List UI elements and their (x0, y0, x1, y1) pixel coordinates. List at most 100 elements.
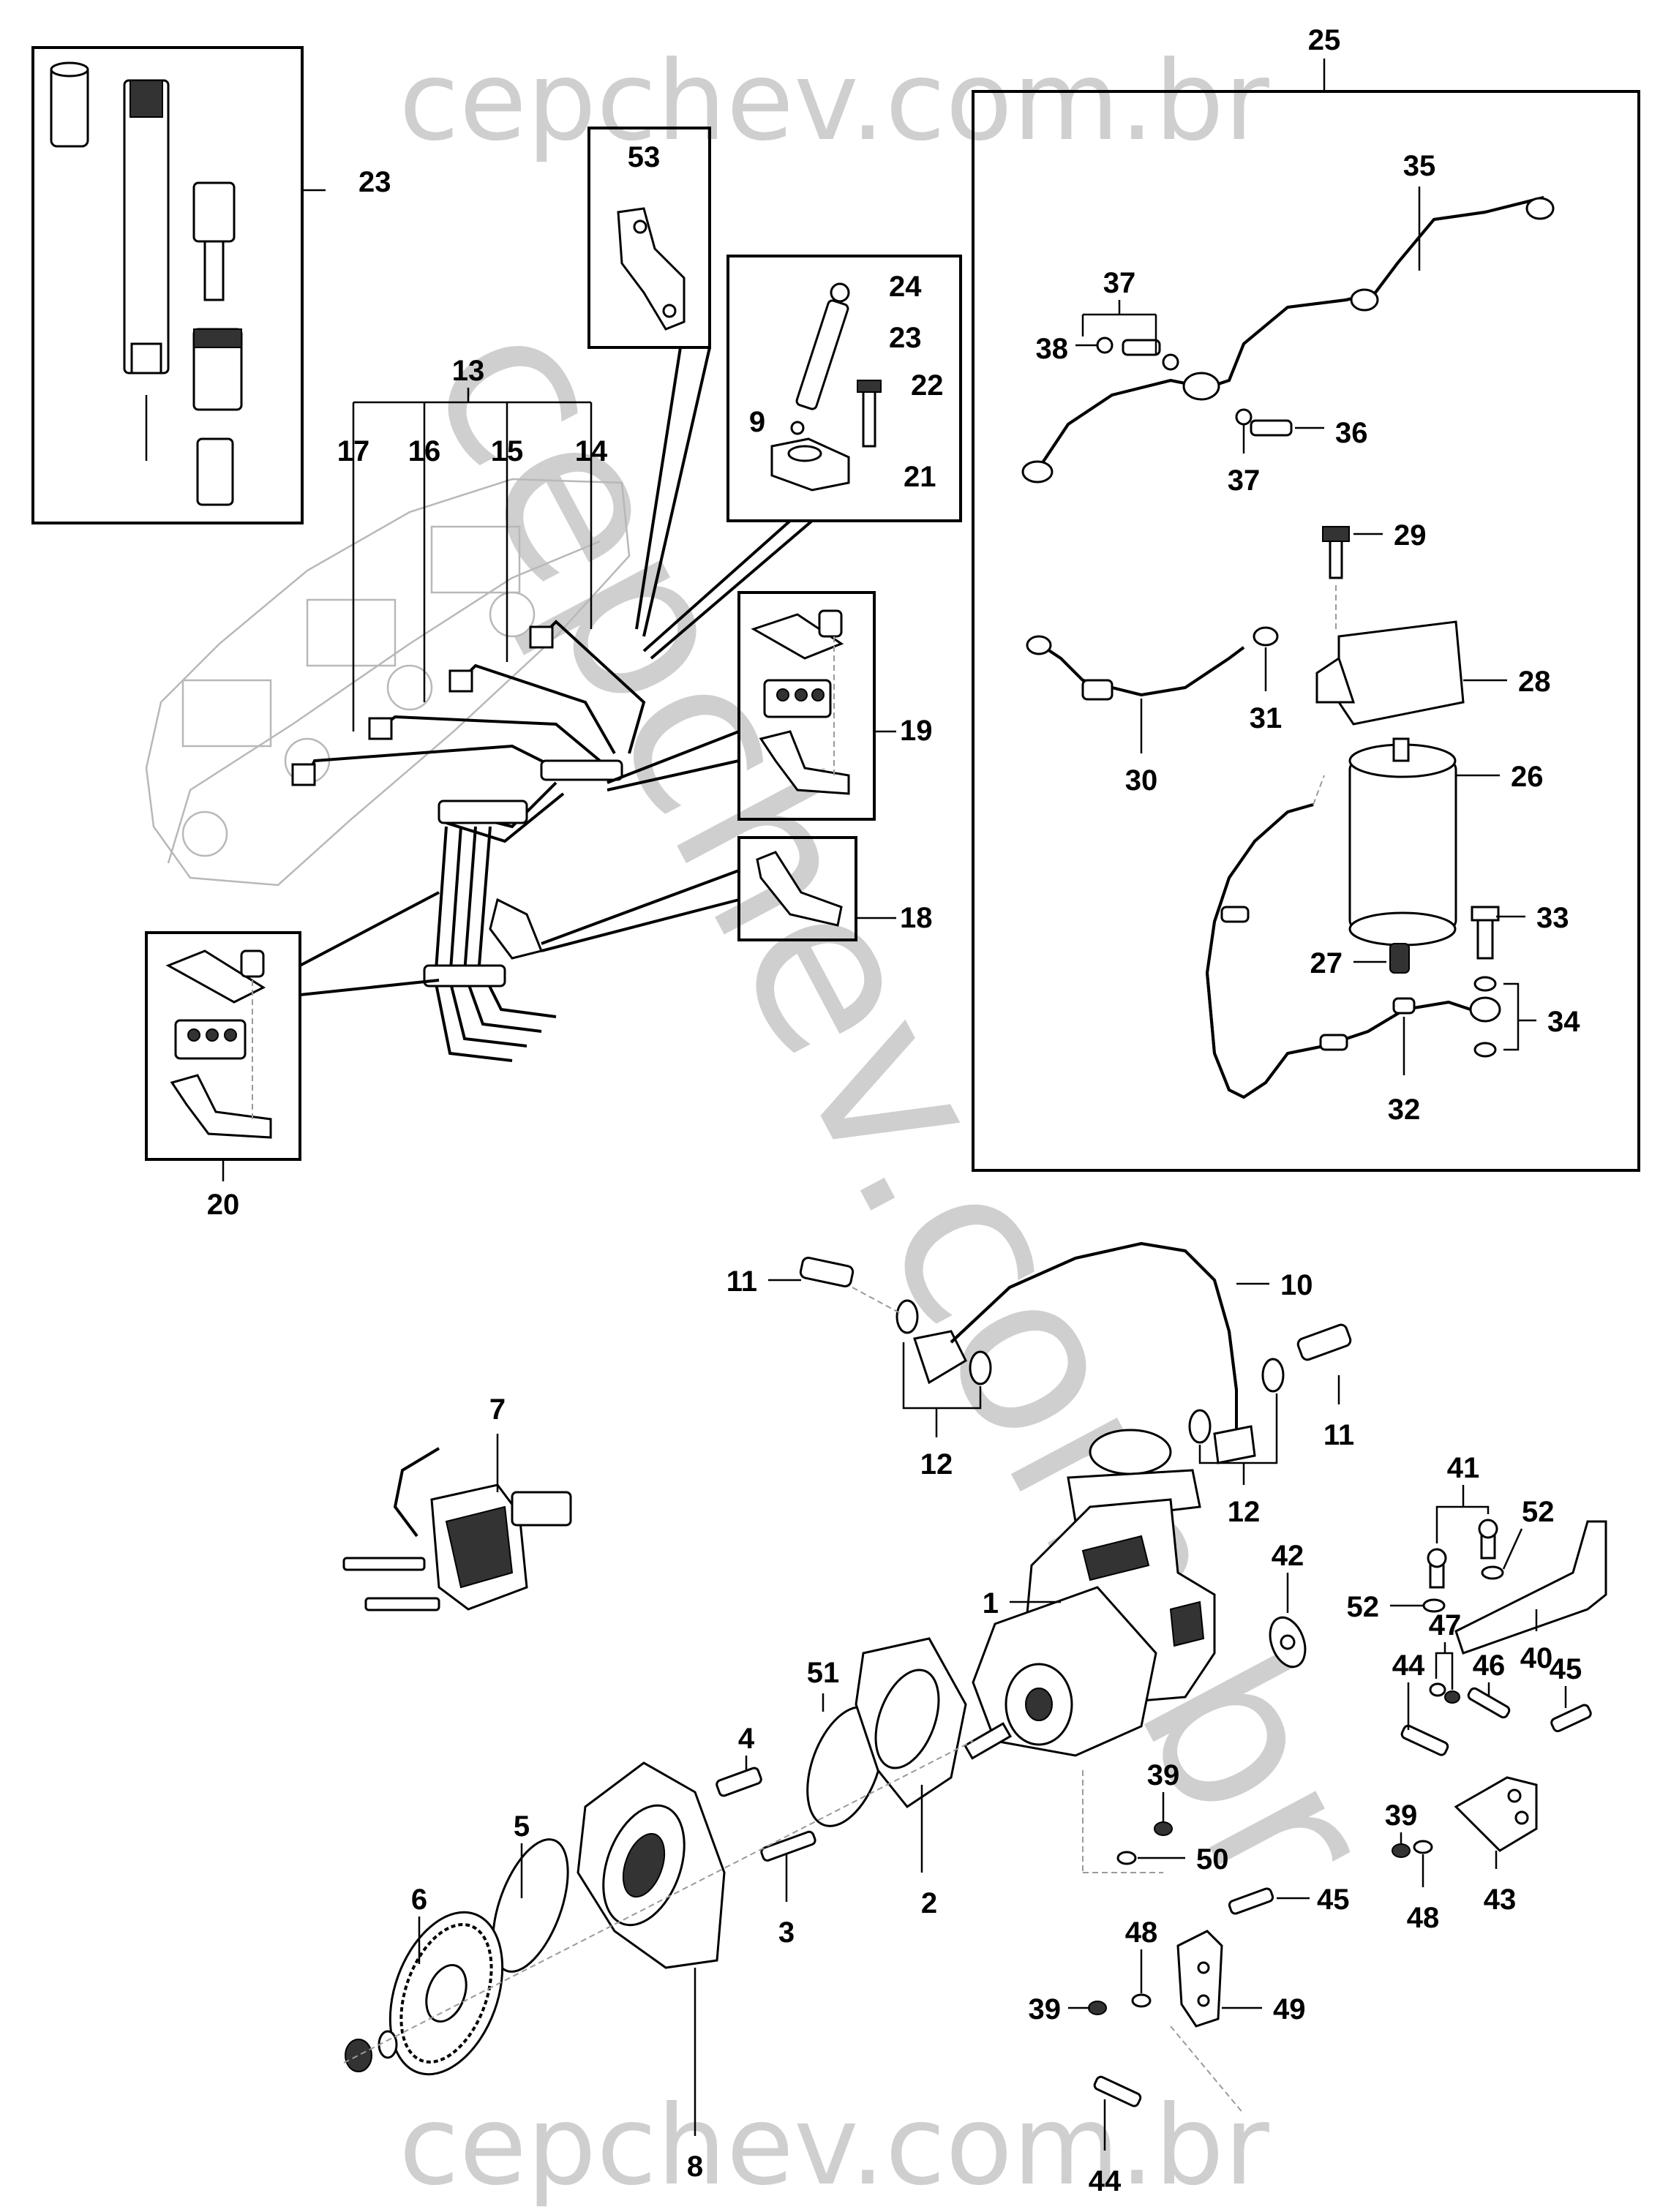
callout-39: 39 (1029, 1993, 1062, 2025)
clamp-kit-20-group (145, 891, 440, 1181)
callout-36: 36 (1335, 417, 1368, 449)
filter-bracket-28 (1337, 620, 1465, 726)
nozzle-holder (192, 181, 236, 243)
callout-27: 27 (1310, 947, 1343, 979)
callout-7: 7 (489, 1393, 506, 1426)
callout-1: 1 (983, 1587, 999, 1620)
callout-20: 20 (207, 1189, 240, 1221)
callout-19: 19 (900, 715, 933, 747)
bracket-53-group (587, 127, 711, 637)
bolt-29 (1329, 536, 1343, 579)
line-clamp-middle (438, 800, 528, 824)
callout-16: 16 (408, 435, 441, 467)
callout-39: 39 (1147, 1759, 1180, 1791)
callout-18: 18 (900, 902, 933, 934)
callout-23: 23 (889, 322, 922, 354)
callout-48: 48 (1125, 1916, 1158, 1949)
callout-21: 21 (904, 461, 936, 493)
bracket-18 (756, 851, 843, 927)
callout-28: 28 (1518, 666, 1551, 698)
banjo-bolt-11-left (799, 1257, 855, 1287)
callout-12: 12 (1228, 1496, 1261, 1528)
callout-9: 9 (749, 406, 765, 438)
bracket-53 (617, 207, 686, 331)
callout-52: 52 (1347, 1591, 1380, 1623)
callout-14: 14 (575, 435, 608, 467)
callout-53: 53 (628, 141, 661, 173)
pump-hose-group (768, 1241, 1352, 1485)
fuel-filter-box (972, 90, 1640, 1172)
callout-44: 44 (1089, 2165, 1122, 2197)
callout-29: 29 (1394, 519, 1427, 552)
callout-47: 47 (1429, 1609, 1462, 1641)
bracket-18-group (541, 836, 896, 952)
bolt-44-lower (1093, 2075, 1142, 2107)
callout-46: 46 (1473, 1649, 1506, 1682)
callout-39: 39 (1385, 1799, 1418, 1832)
bolt-4 (716, 1767, 762, 1797)
watermark-top: cepchev.com.br (399, 38, 1269, 165)
bolt-44-upper (1400, 1724, 1449, 1756)
callout-11: 11 (1323, 1419, 1354, 1451)
banjo-bolt-38 (1122, 339, 1161, 356)
actuator-7-group (342, 1434, 572, 1611)
injector-small (795, 299, 849, 410)
hose-clamp-31 (1253, 626, 1279, 647)
callout-49: 49 (1273, 1993, 1306, 2025)
fuel-filter-group (972, 59, 1640, 1172)
callout-26: 26 (1511, 761, 1544, 793)
injector-kit-box (31, 46, 304, 524)
nut (345, 2039, 372, 2072)
callout-31: 31 (1250, 702, 1283, 734)
nozzle-cap (50, 64, 89, 148)
callout-43: 43 (1484, 1884, 1517, 1916)
callout-35: 35 (1403, 150, 1436, 182)
banjo-bolt-36 (1250, 419, 1293, 437)
bracket-49 (1176, 1930, 1223, 2028)
bracket-18-box (737, 836, 857, 941)
line-clamp-lower (423, 964, 506, 988)
callout-45: 45 (1550, 1653, 1582, 1685)
callout-51: 51 (807, 1657, 840, 1689)
callout-6: 6 (411, 1884, 427, 1916)
callout-32: 32 (1388, 1094, 1421, 1126)
fuel-filter-26 (1348, 759, 1457, 930)
callout-41: 41 (1447, 1452, 1480, 1484)
clamp-kit-19-box (737, 591, 876, 821)
callout-42: 42 (1272, 1540, 1304, 1572)
injector-kit-group (31, 46, 326, 524)
callout-30: 30 (1125, 764, 1158, 797)
callout-10: 10 (1280, 1269, 1313, 1301)
bolt-45-lower (1228, 1887, 1274, 1915)
callout-4: 4 (738, 1723, 755, 1755)
bracket-40-group (1390, 1485, 1607, 1655)
callout-5: 5 (514, 1810, 530, 1843)
callout-11: 11 (726, 1265, 757, 1298)
callout-2: 2 (921, 1887, 937, 1919)
callout-25: 25 (1308, 24, 1341, 56)
callout-13: 13 (452, 355, 485, 387)
banjo-tee (1182, 372, 1220, 401)
bracket-53-box (587, 127, 711, 349)
pump-mounting-group (343, 1637, 974, 2136)
callout-17: 17 (337, 435, 370, 467)
callout-33: 33 (1536, 902, 1569, 934)
bolt-45-upper (1550, 1704, 1592, 1733)
callout-44: 44 (1392, 1649, 1425, 1682)
bracket-18-mounted (489, 898, 544, 960)
callout-8: 8 (687, 2151, 703, 2183)
stud-46 (1467, 1687, 1511, 1719)
gasket-42-group (1269, 1573, 1307, 1669)
callout-37: 37 (1103, 267, 1136, 299)
callout-38: 38 (1036, 333, 1069, 365)
rear-brackets-group (1068, 1642, 1592, 2151)
o-ring-5 (492, 1838, 569, 1973)
banjo-bolt-11-right (1296, 1323, 1352, 1361)
clamp-kit-19-group (607, 591, 896, 821)
engine-head-ghost (145, 478, 631, 887)
callout-45: 45 (1317, 1884, 1350, 1916)
line-clamp-upper (540, 759, 623, 781)
nozzle-sleeve (196, 437, 234, 506)
